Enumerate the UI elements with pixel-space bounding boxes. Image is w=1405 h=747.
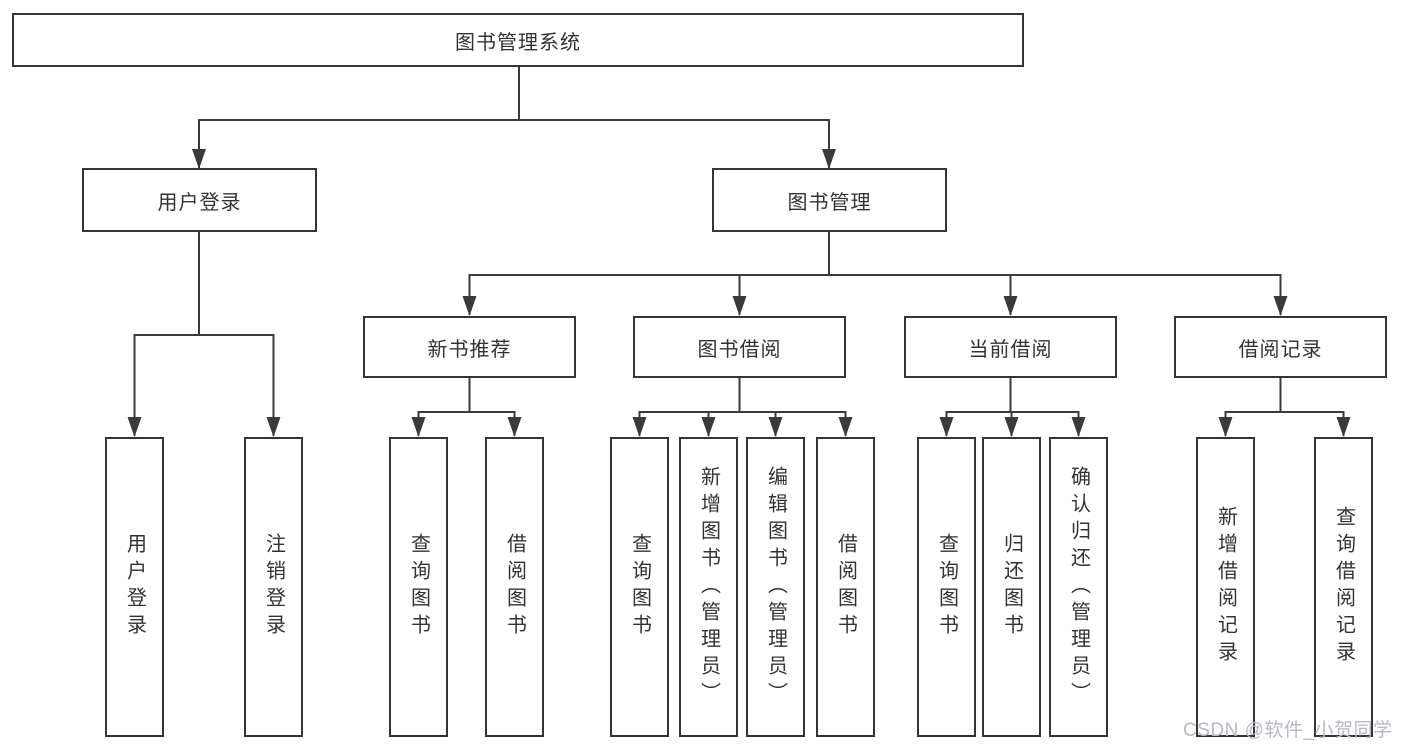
- node-library-management-system: 图书管理系统: [12, 13, 1024, 67]
- node-book-borrow: 图书借阅: [633, 316, 846, 378]
- node-new-book-recommend: 新书推荐: [363, 316, 576, 378]
- node-label: 图书借阅: [697, 338, 782, 361]
- leaf-label: 新增借阅记录: [1214, 506, 1237, 668]
- node-label: 当前借阅: [968, 338, 1053, 361]
- leaf-user-login: 用户登录: [105, 437, 164, 737]
- leaf-label: 查询图书: [628, 533, 651, 641]
- leaf-label: 查询图书: [407, 533, 430, 641]
- leaf-borrow-books-recommend: 借阅图书: [485, 437, 544, 737]
- node-book-management: 图书管理: [712, 168, 947, 232]
- csdn-watermark: CSDN @软件_小贺同学: [1183, 720, 1393, 741]
- leaf-query-borrow-record: 查询借阅记录: [1314, 437, 1373, 737]
- leaf-label: 借阅图书: [503, 533, 526, 641]
- leaf-label: 用户登录: [123, 533, 146, 641]
- leaf-label: 查询借阅记录: [1332, 506, 1355, 668]
- leaf-confirm-return-admin: 确认归还（管理员）: [1049, 437, 1108, 737]
- leaf-label: 编辑图书（管理员）: [764, 465, 787, 709]
- node-current-borrow: 当前借阅: [904, 316, 1117, 378]
- leaf-return-books: 归还图书: [982, 437, 1041, 737]
- node-label: 新书推荐: [427, 338, 512, 361]
- node-user-login: 用户登录: [82, 168, 317, 232]
- leaf-label: 查询图书: [935, 533, 958, 641]
- leaf-edit-book-admin: 编辑图书（管理员）: [746, 437, 805, 737]
- leaf-label: 归还图书: [1000, 533, 1023, 641]
- node-label: 图书管理系统: [455, 31, 581, 54]
- leaf-query-books-recommend: 查询图书: [389, 437, 448, 737]
- node-label: 借阅记录: [1238, 338, 1323, 361]
- leaf-add-book-admin: 新增图书（管理员）: [679, 437, 738, 737]
- leaf-query-books-current: 查询图书: [917, 437, 976, 737]
- leaf-label: 注销登录: [262, 533, 285, 641]
- leaf-borrow-books: 借阅图书: [816, 437, 875, 737]
- node-borrow-records: 借阅记录: [1174, 316, 1387, 378]
- leaf-label: 确认归还（管理员）: [1067, 465, 1090, 709]
- leaf-logout: 注销登录: [244, 437, 303, 737]
- leaf-label: 新增图书（管理员）: [697, 465, 720, 709]
- leaf-label: 借阅图书: [834, 533, 857, 641]
- node-label: 图书管理: [787, 191, 872, 214]
- node-label: 用户登录: [157, 191, 242, 214]
- leaf-query-books-borrow: 查询图书: [610, 437, 669, 737]
- leaf-add-borrow-record: 新增借阅记录: [1196, 437, 1255, 737]
